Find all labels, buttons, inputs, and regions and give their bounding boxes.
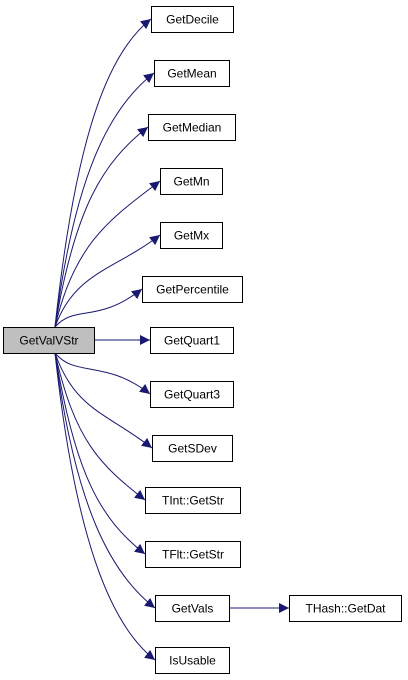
node-label: GetPercentile bbox=[156, 283, 229, 297]
node-box bbox=[145, 541, 241, 568]
node-box bbox=[142, 276, 243, 303]
node-label: GetMean bbox=[167, 67, 216, 81]
node-box bbox=[152, 435, 233, 462]
node-getmean[interactable]: GetMean bbox=[154, 60, 230, 87]
node-label: GetSDev bbox=[168, 442, 217, 456]
node-label: GetMedian bbox=[163, 121, 222, 135]
node-label: GetQuart3 bbox=[164, 388, 220, 402]
node-box bbox=[154, 60, 230, 87]
node-box bbox=[289, 595, 402, 622]
edge-getvalvstr-to-getmean bbox=[54, 72, 155, 328]
node-label: GetQuart1 bbox=[164, 334, 220, 348]
node-box bbox=[155, 647, 230, 674]
node-label: GetMx bbox=[174, 229, 209, 243]
node-getmn[interactable]: GetMn bbox=[160, 168, 223, 195]
node-getsdev[interactable]: GetSDev bbox=[152, 435, 233, 462]
edge-getvalvstr-to-getdecile bbox=[54, 18, 152, 328]
node-thash-getdat[interactable]: THash::GetDat bbox=[289, 595, 402, 622]
node-label: IsUsable bbox=[169, 654, 216, 668]
node-box bbox=[148, 114, 236, 141]
node-isusable[interactable]: IsUsable bbox=[155, 647, 230, 674]
node-getmedian[interactable]: GetMedian bbox=[148, 114, 236, 141]
node-label: GetValVStr bbox=[19, 334, 78, 348]
edge-getvalvstr-to-tflt-getstr bbox=[54, 352, 146, 555]
node-box bbox=[160, 222, 223, 249]
node-label: GetMn bbox=[173, 175, 209, 189]
node-label: GetDecile bbox=[166, 13, 219, 27]
node-label: TInt::GetStr bbox=[162, 494, 224, 508]
node-label: GetVals bbox=[172, 602, 214, 616]
node-box bbox=[150, 381, 234, 408]
edges-layer bbox=[54, 18, 289, 661]
edge-getvalvstr-to-getsdev bbox=[54, 352, 153, 449]
edge-getvalvstr-to-getmn bbox=[54, 180, 161, 328]
node-getdecile[interactable]: GetDecile bbox=[151, 6, 234, 33]
node-getvalvstr[interactable]: GetValVStr bbox=[3, 327, 95, 354]
edge-getvalvstr-to-getpercentile bbox=[54, 288, 143, 328]
node-getmx[interactable]: GetMx bbox=[160, 222, 223, 249]
node-box bbox=[3, 327, 95, 354]
node-getvals[interactable]: GetVals bbox=[155, 595, 230, 622]
edge-getvalvstr-to-tint-getstr bbox=[54, 352, 146, 501]
edge-getvalvstr-to-getmedian bbox=[54, 126, 149, 328]
node-tflt-getstr[interactable]: TFlt::GetStr bbox=[145, 541, 241, 568]
edge-getvalvstr-to-getmx bbox=[54, 234, 161, 328]
node-box bbox=[155, 595, 230, 622]
node-getpercentile[interactable]: GetPercentile bbox=[142, 276, 243, 303]
node-box bbox=[160, 168, 223, 195]
node-getquart1[interactable]: GetQuart1 bbox=[150, 327, 234, 354]
edge-getvalvstr-to-getvals bbox=[54, 352, 156, 609]
node-box bbox=[150, 327, 234, 354]
edge-getvalvstr-to-getquart3 bbox=[54, 352, 151, 395]
nodes-layer: GetValVStr GetDecileGetMeanGetMedianGetMn… bbox=[3, 6, 402, 674]
node-label: TFlt::GetStr bbox=[162, 548, 224, 562]
node-box bbox=[151, 6, 234, 33]
node-box bbox=[145, 487, 241, 514]
node-getquart3[interactable]: GetQuart3 bbox=[150, 381, 234, 408]
node-label: THash::GetDat bbox=[305, 602, 386, 616]
edge-getvalvstr-to-isusable bbox=[54, 352, 156, 661]
node-tint-getstr[interactable]: TInt::GetStr bbox=[145, 487, 241, 514]
